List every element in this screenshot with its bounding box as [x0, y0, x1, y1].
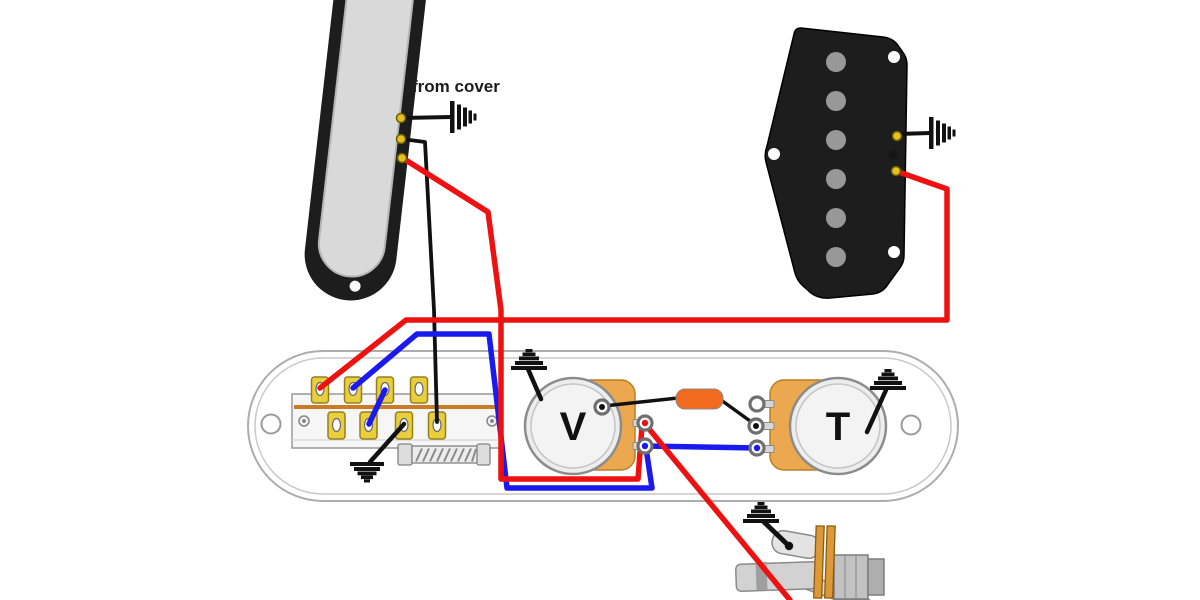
- neck-lug-hot: [396, 152, 408, 164]
- wire-neck-ground: [400, 115, 453, 120]
- jack-nut-end: [867, 558, 885, 596]
- solder-dot: [753, 444, 761, 452]
- pole-piece: [826, 91, 846, 111]
- solder-dot: [753, 423, 759, 429]
- switch-lug-hole: [414, 381, 424, 397]
- bridge-mount-hole: [768, 148, 780, 160]
- neck-pickup: [304, 0, 429, 301]
- bridge-lug-middle: [888, 150, 898, 160]
- pole-piece: [826, 247, 846, 267]
- control-plate-inner-line: [254, 357, 952, 495]
- red-wires: [317, 154, 950, 600]
- switch-screw-left-dot: [302, 419, 306, 423]
- bridge-lug-ground: [891, 130, 903, 142]
- spring-left-cap: [397, 443, 413, 466]
- wire-volume-to-capacitor: [602, 396, 680, 408]
- switch-screw-right-dot: [490, 419, 494, 423]
- tone-ring-terminal-1: [748, 395, 766, 413]
- switch-copper-bar: [294, 405, 498, 409]
- bridge-lug-hot: [890, 165, 902, 177]
- volume-pot: V: [523, 376, 644, 476]
- pole-piece: [826, 208, 846, 228]
- bridge-mount-hole: [888, 246, 900, 258]
- jack-fiber-washer: [824, 525, 836, 599]
- ground-wires: [367, 115, 932, 549]
- neck-pickup-ear-hole: [349, 280, 361, 292]
- switch-lug-hole: [331, 417, 342, 433]
- bridge-pickup: [764, 27, 908, 299]
- tone-pot: T: [761, 376, 888, 476]
- spring-coil-turns: [415, 448, 477, 462]
- bridge-pickup-plate: [764, 27, 908, 299]
- neck-lug-middle: [395, 133, 407, 145]
- wire-bridge-ground: [896, 131, 932, 136]
- pole-piece: [826, 130, 846, 150]
- wire-neck-hot-red: [398, 154, 645, 482]
- ground-symbol-neck: [450, 101, 477, 133]
- switch-spring: [397, 443, 491, 466]
- terminals: [395, 112, 903, 551]
- wire-switch-jumper-blue: [366, 387, 388, 427]
- ground-symbol-bridge: [929, 117, 956, 149]
- wire-volume-case-ground: [525, 366, 544, 402]
- ground-symbol-volume: [511, 349, 547, 370]
- solder-dot: [599, 404, 605, 410]
- tone-label: T: [826, 405, 850, 449]
- output-jack: [734, 525, 885, 600]
- tone-pot-body-inner: [795, 383, 881, 469]
- solder-dot: [641, 419, 649, 427]
- capacitor: [675, 388, 724, 410]
- wire-bridge-hot-red: [317, 168, 950, 391]
- wire-switch-to-volume-blue: [350, 331, 655, 491]
- bridge-mount-hole: [888, 51, 900, 63]
- wire-neck-to-switch: [400, 137, 439, 424]
- solder-dot: [641, 442, 649, 450]
- wire-switch-ground: [367, 421, 407, 465]
- wire-volume-to-jack-red: [642, 421, 793, 600]
- pole-piece: [826, 52, 846, 72]
- ground-symbol-tone: [870, 369, 906, 390]
- jack-nut: [833, 554, 869, 600]
- plate-mount-hole-right: [900, 414, 922, 436]
- bridge-pickup-poles: [826, 52, 846, 267]
- wire-jack-ground: [761, 519, 792, 549]
- jack-solder-dot: [784, 541, 794, 551]
- pole-piece: [826, 169, 846, 189]
- spring-right-cap: [476, 443, 491, 466]
- ground-symbols: [350, 101, 956, 523]
- from-cover-label: from cover: [412, 77, 500, 96]
- volume-label: V: [560, 405, 587, 449]
- jack-fiber-washer: [813, 525, 825, 599]
- wire-tone-case-ground: [864, 387, 889, 435]
- neck-lug-ground: [395, 112, 407, 124]
- ground-symbol-switch: [350, 462, 384, 483]
- ground-symbol-jack: [743, 502, 779, 523]
- plate-mount-hole-left: [260, 413, 282, 435]
